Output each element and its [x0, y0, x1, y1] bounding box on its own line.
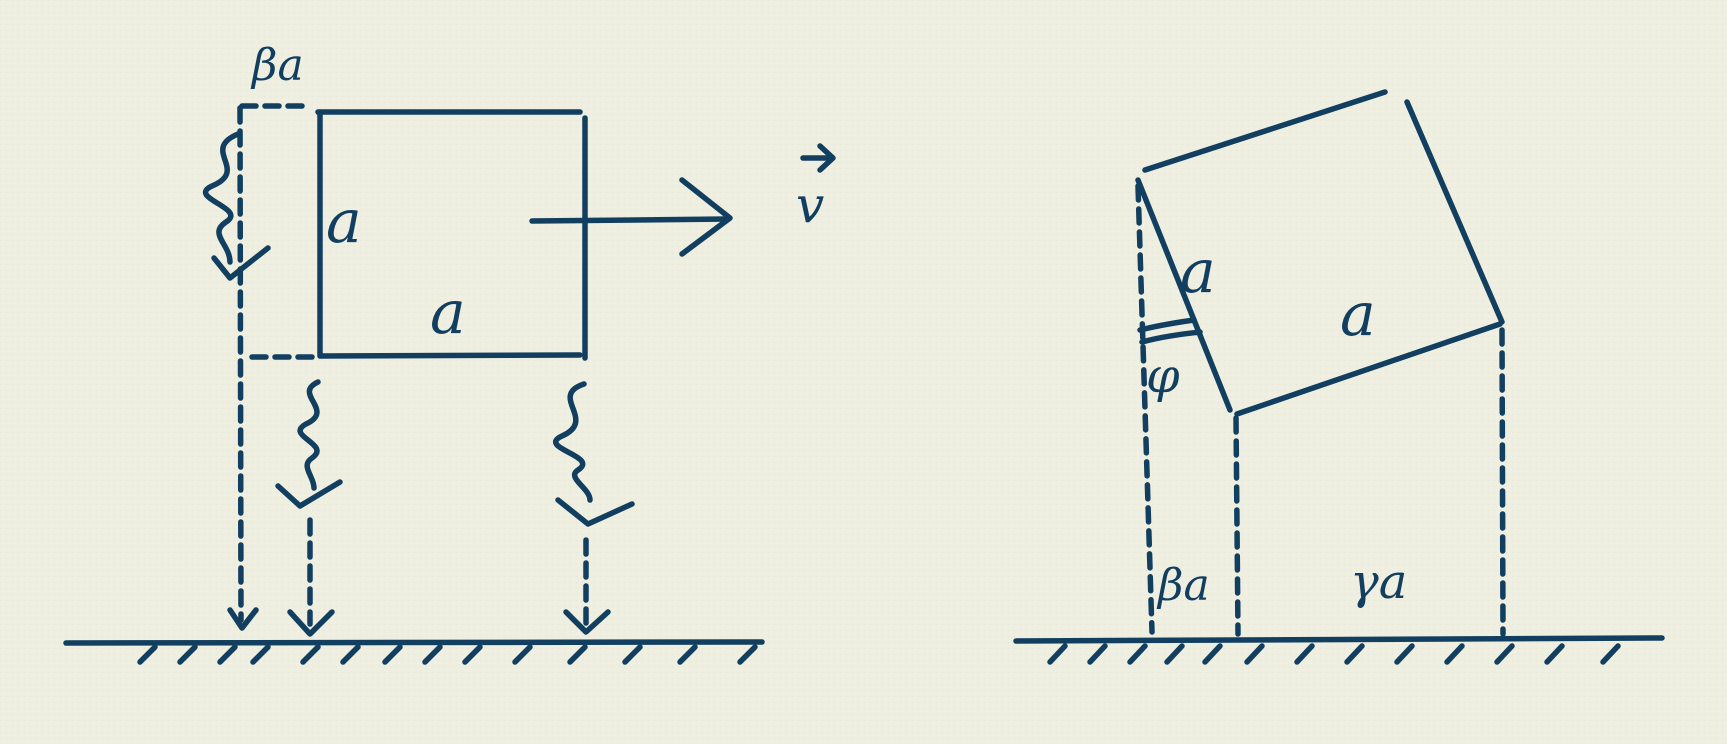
- label-angle-phi: φ: [1146, 348, 1180, 404]
- dashed-vertical-left: [1135, 183, 1155, 635]
- ground-hatching-right: [1047, 643, 1621, 665]
- dashed-vertical-middle: [1233, 415, 1241, 637]
- streak-tick-1: [211, 245, 271, 281]
- label-side-horizontal: a: [430, 278, 466, 348]
- streak-tick-3: [555, 497, 635, 527]
- streak-tick-2: [275, 479, 343, 509]
- ground-hatching: [137, 644, 758, 665]
- streak-zigzag-1: [202, 131, 241, 265]
- label-gamma-a: γa: [1350, 554, 1407, 610]
- dashed-left-line: [237, 105, 244, 623]
- tilted-right-edge: [1404, 99, 1505, 325]
- arrow-head-2: [287, 609, 335, 637]
- right-ground: [1013, 635, 1665, 665]
- left-diagram: βa a a v: [63, 40, 836, 665]
- label-beta-a-right: βa: [1156, 560, 1210, 611]
- streak-zigzag-2: [297, 379, 321, 491]
- label-velocity: v: [796, 176, 824, 234]
- vector-arrow-icon: [800, 143, 836, 173]
- streak-zigzag-3: [552, 381, 593, 503]
- dashed-vertical-right: [1499, 327, 1506, 637]
- tilted-top-edge: [1142, 89, 1388, 173]
- angle-arc-1: [1137, 317, 1197, 333]
- label-side-left-right: a: [1180, 237, 1216, 307]
- velocity-arrow-head: [679, 177, 733, 257]
- ground-line: [63, 639, 765, 646]
- label-side-bottom-right: a: [1340, 280, 1376, 350]
- tilted-bottom-edge: [1234, 321, 1503, 417]
- arrow-head-1: [227, 607, 259, 631]
- label-side-vertical: a: [326, 187, 362, 257]
- label-beta-a-left: βa: [250, 40, 304, 91]
- angle-arc-2: [1139, 329, 1203, 345]
- block-bottom-edge: [317, 352, 583, 359]
- right-diagram: a a φ βa γa: [1013, 89, 1665, 665]
- left-ground: [63, 639, 765, 665]
- velocity-arrow-shaft: [529, 216, 731, 224]
- ground-line-right: [1013, 635, 1665, 644]
- arrow-head-3: [563, 609, 611, 635]
- tilted-left-edge: [1135, 177, 1233, 413]
